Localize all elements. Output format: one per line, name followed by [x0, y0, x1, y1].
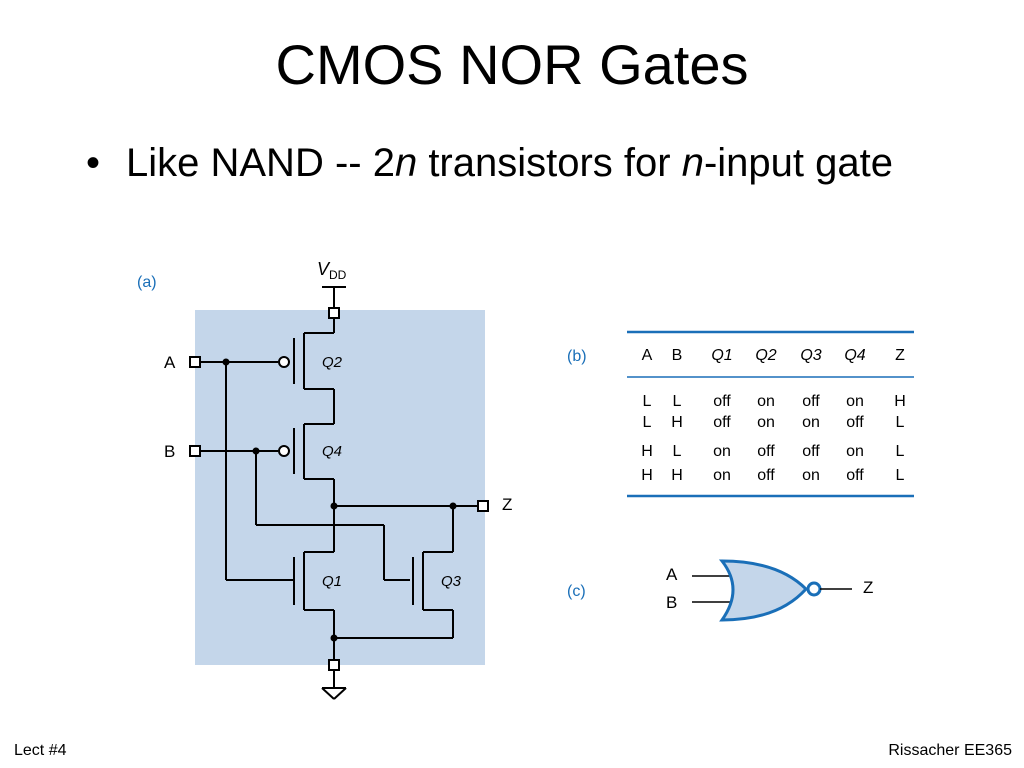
table-header-cell: B: [672, 347, 683, 364]
table-cell: off: [713, 393, 731, 410]
bullet-text-post: -input gate: [703, 141, 893, 185]
q2-label: Q2: [322, 354, 343, 371]
input-b-label: B: [164, 442, 175, 461]
q1-label: Q1: [322, 573, 342, 590]
table-cell: off: [846, 467, 864, 484]
table-cell: off: [757, 467, 775, 484]
table-cell: H: [671, 414, 683, 431]
input-b-terminal: [189, 445, 201, 457]
table-cell: off: [713, 414, 731, 431]
table-cell: L: [643, 393, 652, 410]
nor-gate-symbol: A B Z: [666, 559, 873, 622]
table-header-cell: Z: [895, 347, 905, 364]
table-header-cell: Q1: [711, 347, 732, 364]
ground-terminal: [328, 659, 340, 671]
footer-author: Rissacher EE365: [888, 742, 1012, 759]
input-a-label: A: [164, 353, 176, 372]
output-z-label: Z: [502, 495, 512, 514]
bullet-text-mid: transistors for: [417, 141, 682, 185]
table-cell: L: [896, 414, 905, 431]
label-c: (c): [567, 583, 586, 600]
slide-title: CMOS NOR Gates: [275, 33, 749, 96]
table-cell: on: [713, 443, 731, 460]
output-z-terminal: [477, 500, 489, 512]
gate-output-z: Z: [863, 578, 873, 597]
bullet-n-1: n: [394, 141, 418, 185]
table-row: L L off on off on H: [643, 393, 906, 410]
table-cell: L: [896, 443, 905, 460]
vdd-label: VDD: [317, 259, 347, 282]
table-cell: L: [673, 443, 682, 460]
vdd-terminal: [328, 307, 340, 319]
table-cell: L: [896, 467, 905, 484]
label-a: (a): [137, 274, 157, 291]
table-header-cell: A: [642, 347, 653, 364]
circuit-wires: [200, 286, 478, 688]
table-cell: off: [757, 443, 775, 460]
label-b: (b): [567, 348, 587, 365]
gate-input-a: A: [666, 565, 678, 584]
bullet-dot: •: [86, 141, 101, 185]
nor-gate-body: [718, 559, 809, 622]
junction-dots: [222, 358, 457, 642]
table-row: H L on off off on L: [641, 443, 904, 460]
table-cell: on: [802, 414, 820, 431]
table-cell: H: [641, 443, 653, 460]
table-row: H H on off on off L: [641, 467, 904, 484]
bullet-text-pre: Like NAND -- 2: [126, 141, 395, 185]
table-cell: off: [846, 414, 864, 431]
table-header-cell: Q3: [800, 347, 821, 364]
q2-gate-bubble: [278, 356, 290, 368]
table-cell: on: [846, 393, 864, 410]
nor-inversion-bubble: [806, 581, 822, 597]
bullet-n-2: n: [681, 141, 704, 185]
q4-gate-bubble: [278, 445, 290, 457]
ground-symbol: [321, 687, 347, 700]
table-row: L H off on on off L: [643, 414, 905, 431]
table-cell: H: [671, 467, 683, 484]
bullet-text: Like NAND -- 2n transistors for n-input …: [126, 136, 956, 190]
table-cell: on: [757, 414, 775, 431]
q4-label: Q4: [322, 443, 342, 460]
table-cell: off: [802, 443, 820, 460]
table-cell: on: [802, 467, 820, 484]
table-cell: H: [894, 393, 906, 410]
table-header: A B Q1 Q2 Q3 Q4 Z: [642, 347, 905, 364]
table-cell: L: [643, 414, 652, 431]
q3-label: Q3: [441, 573, 462, 590]
table-header-cell: Q4: [844, 347, 865, 364]
table-cell: L: [673, 393, 682, 410]
gate-input-b: B: [666, 593, 677, 612]
truth-table: A B Q1 Q2 Q3 Q4 Z L L off on off on H L …: [627, 330, 914, 498]
input-a-terminal: [189, 356, 201, 368]
table-cell: on: [846, 443, 864, 460]
table-cell: off: [802, 393, 820, 410]
table-header-cell: Q2: [755, 347, 776, 364]
circuit-panel: [195, 310, 485, 665]
table-cell: on: [713, 467, 731, 484]
footer-lecture: Lect #4: [14, 742, 67, 759]
table-cell: H: [641, 467, 653, 484]
table-cell: on: [757, 393, 775, 410]
